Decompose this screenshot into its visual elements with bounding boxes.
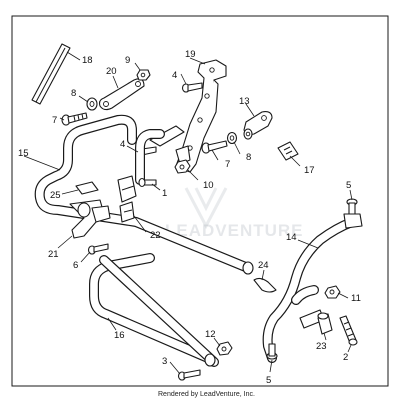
callout-5-top: 5 xyxy=(346,180,351,191)
part-7-bolt-right xyxy=(201,140,228,154)
diagram-frame xyxy=(11,15,389,387)
part-8-washer-top xyxy=(86,97,98,111)
part-15-guard-tube xyxy=(34,114,254,275)
part-9-nut xyxy=(136,69,151,81)
part-23-spacer xyxy=(317,312,333,335)
part-13-hinge-bracket xyxy=(243,111,273,140)
callout-13: 13 xyxy=(239,96,250,107)
callout-5-bottom: 5 xyxy=(266,375,271,386)
part-16-lower-tube xyxy=(89,253,219,367)
watermark-text: LEADVENTURE xyxy=(165,221,304,240)
callout-19: 19 xyxy=(185,49,196,60)
part-3-bolt xyxy=(177,369,201,381)
callout-18: 18 xyxy=(82,55,93,66)
part-10-nut xyxy=(174,159,191,174)
callout-23: 23 xyxy=(316,341,327,352)
leader-lines xyxy=(23,51,353,375)
part-22-clamp xyxy=(117,175,137,223)
callout-labels: 18 9 19 4 20 8 7 13 15 4 7 8 17 1 10 25 … xyxy=(18,49,361,386)
callout-7-top: 7 xyxy=(52,115,57,126)
callout-4-lower: 4 xyxy=(120,139,125,150)
callout-8-right: 8 xyxy=(246,152,251,163)
part-24-sleeve xyxy=(253,277,277,293)
callout-4-upper: 4 xyxy=(172,70,177,81)
callout-10: 10 xyxy=(203,180,214,191)
callout-22: 22 xyxy=(150,230,161,241)
callout-24: 24 xyxy=(258,260,269,271)
callout-14: 14 xyxy=(286,232,297,243)
part-14-guard-tube xyxy=(262,213,363,363)
part-11-nut xyxy=(324,285,341,299)
callout-20: 20 xyxy=(106,66,117,77)
callout-17: 17 xyxy=(304,165,315,176)
callout-15: 15 xyxy=(18,148,29,159)
callout-16: 16 xyxy=(114,330,125,341)
callout-25: 25 xyxy=(50,190,61,201)
part-19-bracket xyxy=(149,59,227,173)
callout-1: 1 xyxy=(162,188,167,199)
callout-7-right: 7 xyxy=(225,159,230,170)
part-4-bolt-upper xyxy=(181,82,203,93)
callout-2: 2 xyxy=(343,352,348,363)
part-5-bolt-top xyxy=(346,198,358,215)
part-8-washer-right xyxy=(226,131,238,145)
part-2-bolt xyxy=(339,315,358,346)
callout-9: 9 xyxy=(125,55,130,66)
part-12-nut xyxy=(216,341,233,356)
callout-8-top: 8 xyxy=(71,88,76,99)
part-17-clip xyxy=(277,141,299,161)
watermark-logo xyxy=(184,187,228,230)
part-7-bolt-top xyxy=(61,112,88,126)
callout-21: 21 xyxy=(48,249,59,260)
part-6-screw xyxy=(87,243,109,255)
part-1-bolt xyxy=(138,177,157,188)
part-5-bolt-bottom xyxy=(266,343,278,360)
part-25-pad xyxy=(75,181,99,195)
part-21-bracket-clamp xyxy=(69,199,111,239)
callout-11: 11 xyxy=(351,293,361,304)
part-18-strip xyxy=(31,43,71,105)
part-20-link-arm xyxy=(98,78,145,111)
callout-3: 3 xyxy=(162,356,167,367)
footer-credit: Rendered by LeadVenture, Inc. xyxy=(158,391,255,398)
callout-6: 6 xyxy=(73,260,78,271)
callout-12: 12 xyxy=(205,329,216,340)
